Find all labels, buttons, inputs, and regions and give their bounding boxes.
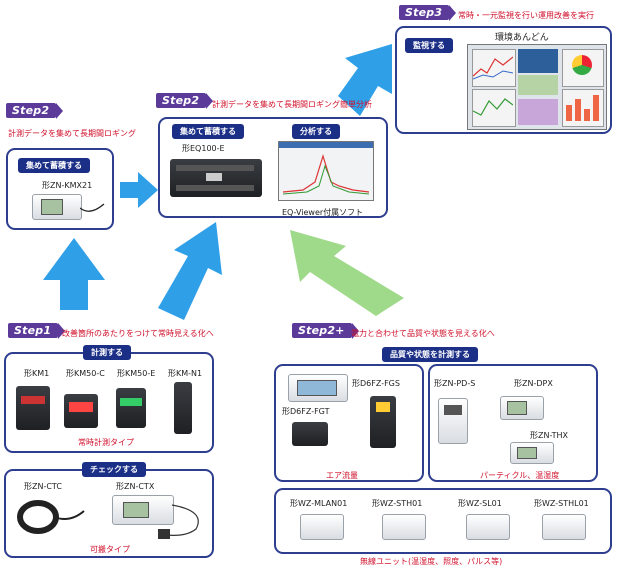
- step2-center-badge: Step2: [156, 93, 214, 109]
- check-panel: チェックする 形ZN-CTC 形ZN-CTX 可搬タイプ: [4, 462, 214, 558]
- eq100-device: [170, 159, 262, 197]
- air-flow-panel: 形D6FZ-FGS 形D6FZ-FGT エア流量: [274, 364, 424, 482]
- check-tag: チェックする: [82, 462, 146, 477]
- measure-tag: 計測する: [83, 345, 131, 360]
- kmn1-label: 形KM-N1: [168, 369, 203, 378]
- check-caption: 可搬タイプ: [90, 545, 130, 554]
- step3-description: 常時・一元監視を行い運用改善を実行: [458, 11, 594, 20]
- step2-center-description: 計測データを集めて長期間ロギング簡単分析: [212, 100, 372, 109]
- step2-left-panel: 集めて蓄積する 形ZN-KMX21: [6, 148, 114, 230]
- measure-panel: 計測する 形KM1 形KM50-C 形KM50-E 形KM-N1 常時計測タイプ: [4, 345, 214, 453]
- particle-panel: 形ZN-PD-S 形ZN-DPX 形ZN-THX パーティクル、温湿度: [428, 364, 598, 482]
- km50e-device: [116, 388, 146, 428]
- zn-thx-label: 形ZN-THX: [530, 431, 568, 440]
- step1-badge: Step1: [8, 323, 66, 339]
- collect-tag-center: 集めて蓄積する: [172, 124, 244, 139]
- arrow-green-to-eq100: [290, 230, 404, 316]
- wz-sl01-label: 形WZ-SL01: [458, 499, 502, 508]
- step2-left-badge: Step2: [6, 103, 64, 119]
- step2plus-badge: Step2+: [292, 323, 359, 339]
- zn-pd-s-device: [438, 398, 468, 444]
- particle-caption: パーティクル、温湿度: [480, 471, 560, 480]
- step1-description: 改善箇所のあたりをつけて常時見える化へ: [62, 329, 214, 338]
- wireless-caption: 無線ユニット(温湿度、照度、パルス等): [360, 557, 503, 566]
- wz-mlan01-device: [300, 514, 344, 540]
- arrow-diag-to-step3: [338, 44, 392, 116]
- km50c-label: 形KM50-C: [66, 369, 105, 378]
- step2-left-description: 計測データを集めて長期間ロギング: [8, 129, 136, 138]
- km50e-label: 形KM50-E: [117, 369, 156, 378]
- step2-center-panel: 集めて蓄積する 形EQ100-E 分析する EQ-Viewer付属ソフト: [158, 117, 388, 218]
- wz-sth01-device: [382, 514, 426, 540]
- zn-dpx-device: [500, 396, 544, 420]
- zn-pd-s-label: 形ZN-PD-S: [434, 379, 476, 388]
- arrow-up-step1-to-step2: [43, 238, 105, 310]
- zn-ctx-label: 形ZN-CTX: [116, 482, 155, 491]
- d6fz-fgs-device: [370, 396, 396, 448]
- quality-heading: 品質や状態を計測する: [382, 347, 478, 362]
- kmn1-device: [174, 382, 192, 434]
- monitor-tag: 監視する: [405, 38, 453, 53]
- air-flow-caption: エア流量: [326, 471, 358, 480]
- wz-sth01-label: 形WZ-STH01: [372, 499, 423, 508]
- eq-viewer-caption: EQ-Viewer付属ソフト: [282, 208, 364, 217]
- andon-title: 環境あんどん: [495, 33, 549, 43]
- zn-ctc-label: 形ZN-CTC: [24, 482, 62, 491]
- zn-thx-device: [510, 442, 554, 464]
- analyze-tag: 分析する: [292, 124, 340, 139]
- wz-mlan01-label: 形WZ-MLAN01: [290, 499, 348, 508]
- km1-device: [16, 386, 50, 430]
- wireless-panel: 形WZ-MLAN01 形WZ-STH01 形WZ-SL01 形WZ-STHL01: [274, 488, 612, 554]
- zn-kmx21-label: 形ZN-KMX21: [42, 181, 93, 190]
- step2plus-description: 電力と合わせて品質や状態を見える化へ: [351, 329, 495, 338]
- measure-caption: 常時計測タイプ: [78, 438, 134, 447]
- eq-viewer-screen: [278, 141, 374, 201]
- km50c-device: [64, 394, 98, 428]
- d6fz-fgs-display: [288, 374, 348, 402]
- d6fz-fgs-label: 形D6FZ-FGS: [352, 379, 400, 388]
- wz-sthl01-device: [542, 514, 586, 540]
- step3-badge: Step3: [399, 5, 457, 21]
- d6fz-fgt-label: 形D6FZ-FGT: [282, 407, 330, 416]
- zn-kmx21-device: [32, 194, 82, 220]
- arrow-diag-to-eq100: [158, 222, 222, 320]
- step3-panel: 監視する 環境あんどん: [395, 26, 612, 134]
- wz-sthl01-label: 形WZ-STHL01: [534, 499, 589, 508]
- zn-ctx-device: [112, 495, 174, 525]
- km1-label: 形KM1: [24, 369, 50, 378]
- arrow-right-to-eq100: [120, 172, 158, 208]
- collect-tag-left: 集めて蓄積する: [18, 158, 90, 173]
- zn-dpx-label: 形ZN-DPX: [514, 379, 553, 388]
- zn-ctc-clamp: [17, 500, 85, 534]
- andon-screen: [467, 44, 607, 130]
- wz-sl01-device: [466, 514, 510, 540]
- eq100-label: 形EQ100-E: [182, 144, 225, 153]
- d6fz-fgt-device: [292, 422, 328, 446]
